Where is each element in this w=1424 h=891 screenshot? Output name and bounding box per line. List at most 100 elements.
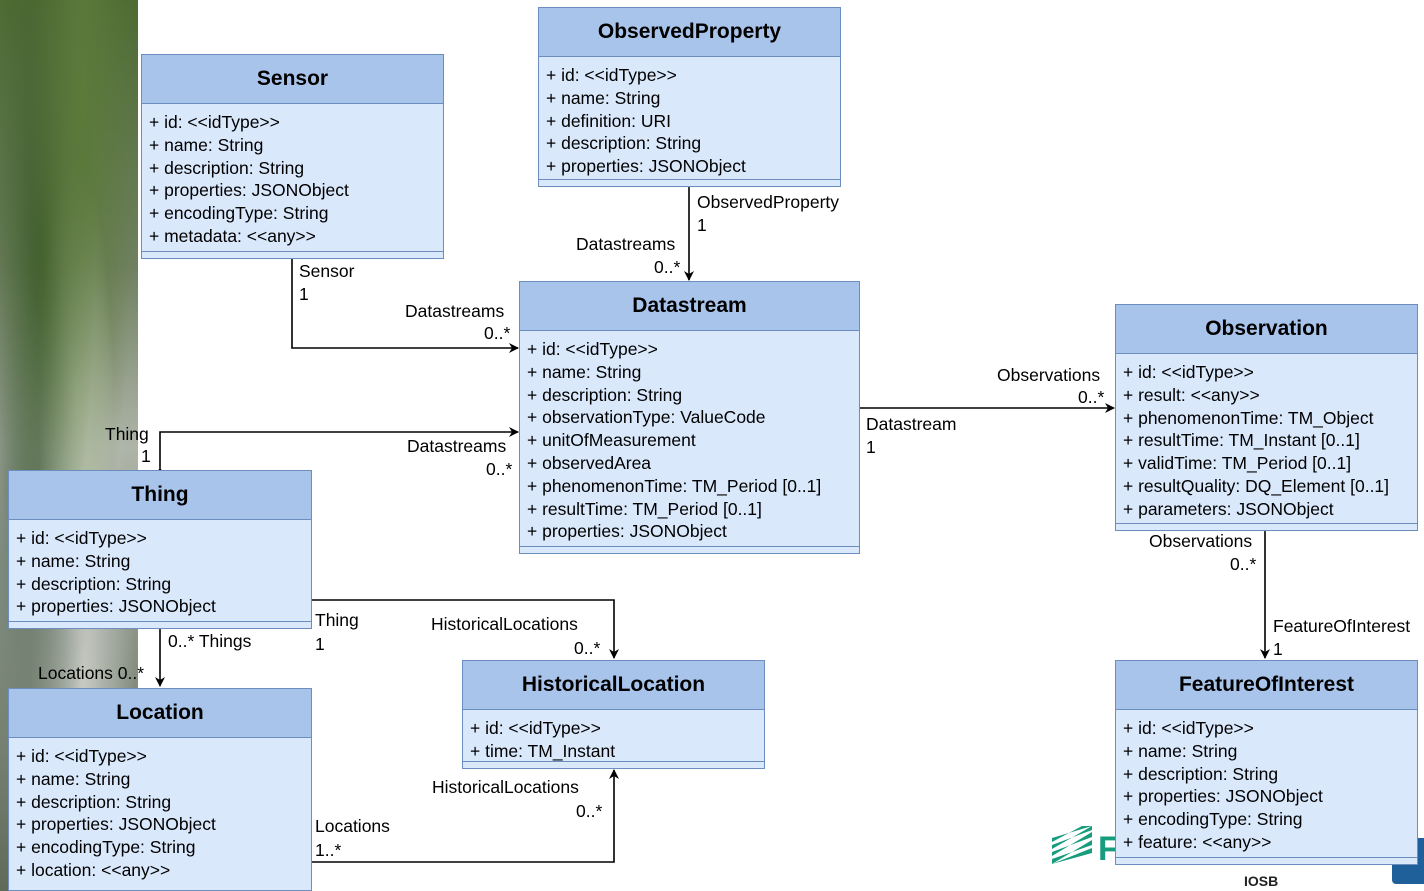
observation-attributes: + id: <<idType>> + result: <<any>> + phe… <box>1116 354 1417 521</box>
attribute: + id: <<idType>> <box>16 746 147 766</box>
attribute: + resultTime: TM_Period [0..1] <box>527 498 762 519</box>
attribute: + id: <<idType>> <box>16 528 147 548</box>
multiplicity-label: 1 <box>141 446 151 466</box>
divider <box>1116 857 1417 858</box>
attribute: + description: String <box>546 133 702 154</box>
role-label: Datastreams <box>405 301 505 321</box>
attribute: + resultQuality: DQ_Element [0..1] <box>1123 475 1390 496</box>
location-attributes: + id: <<idType>> + name: String + descri… <box>9 738 311 882</box>
attribute: + encodingType: String <box>1123 809 1303 830</box>
multiplicity-label: 0..* <box>1230 554 1257 574</box>
location-title: Location <box>9 689 311 738</box>
attribute: + properties: JSONObject <box>16 596 216 617</box>
attribute: + metadata: <<any>> <box>149 225 316 246</box>
divider <box>463 761 764 762</box>
attribute: + description: String <box>1123 763 1279 784</box>
attribute: + description: String <box>16 791 172 812</box>
link-location-historicallocation <box>303 769 619 867</box>
observedproperty-title: ObservedProperty <box>539 8 840 57</box>
attribute: + observedArea <box>527 452 652 473</box>
attribute: + definition: URI <box>546 110 671 131</box>
datastream-class: Datastream + id: <<idType>> + name: Stri… <box>519 281 860 554</box>
historicallocation-attributes: + id: <<idType>> + time: TM_Instant <box>463 710 764 763</box>
historicallocation-class: HistoricalLocation + id: <<idType>> + ti… <box>462 660 765 769</box>
attribute: + id: <<idType>> <box>1123 362 1254 382</box>
multiplicity-label: 0..* <box>574 638 601 658</box>
observedproperty-class: ObservedProperty + id: <<idType>> + name… <box>538 7 841 187</box>
location-class: Location + id: <<idType>> + name: String… <box>8 688 312 891</box>
multiplicity-label: 1 <box>1273 639 1283 659</box>
link-sensor-datastream <box>287 251 519 353</box>
sensor-title: Sensor <box>142 55 443 104</box>
link-thing-datastream <box>155 427 519 477</box>
attribute: + description: String <box>16 573 172 594</box>
multiplicity-label: 0..* <box>486 459 513 479</box>
attribute: + feature: <<any>> <box>1123 831 1272 852</box>
featureofinterest-class: FeatureOfInterest + id: <<idType>> + nam… <box>1115 660 1418 865</box>
observation-class: Observation + id: <<idType>> + result: <… <box>1115 304 1418 531</box>
role-label: Locations 0..* <box>38 663 145 683</box>
attribute: + parameters: JSONObject <box>1123 498 1334 519</box>
divider <box>539 179 840 180</box>
iosb-label: IOSB <box>1244 873 1279 889</box>
observedproperty-attributes: + id: <<idType>> + name: String + defini… <box>539 57 840 178</box>
attribute: + observationType: ValueCode <box>527 407 766 428</box>
role-label: FeatureOfInterest <box>1273 616 1411 636</box>
multiplicity-label: 0..* <box>1078 387 1105 407</box>
role-label: Thing <box>315 610 359 630</box>
thing-title: Thing <box>9 471 311 520</box>
attribute: + description: String <box>527 384 683 405</box>
attribute: + id: <<idType>> <box>1123 718 1254 738</box>
attribute: + properties: JSONObject <box>1123 786 1323 807</box>
attribute: + unitOfMeasurement <box>527 430 696 451</box>
historicallocation-title: HistoricalLocation <box>463 661 764 710</box>
link-thing-historicallocation <box>303 595 619 659</box>
attribute: + id: <<idType>> <box>546 65 677 85</box>
attribute: + properties: JSONObject <box>527 521 727 542</box>
multiplicity-label: 1 <box>299 284 309 304</box>
attribute: + name: String <box>1123 740 1238 761</box>
attribute: + id: <<idType>> <box>527 339 658 359</box>
role-label: ObservedProperty <box>697 192 840 212</box>
divider <box>142 251 443 252</box>
multiplicity-label: 0..* <box>576 801 603 821</box>
role-label: Observations <box>997 365 1101 385</box>
role-label: HistoricalLocations <box>431 614 578 634</box>
attribute: + resultTime: TM_Instant [0..1] <box>1123 430 1360 451</box>
attribute: + properties: JSONObject <box>546 156 746 177</box>
role-label: Thing <box>105 424 149 444</box>
divider <box>1116 523 1417 524</box>
role-label: Datastreams <box>576 234 676 254</box>
attribute: + phenomenonTime: TM_Object <box>1123 407 1374 428</box>
thing-class: Thing + id: <<idType>> + name: String + … <box>8 470 312 629</box>
attribute: + id: <<idType>> <box>470 718 601 738</box>
role-label: HistoricalLocations <box>432 777 579 797</box>
attribute: + phenomenonTime: TM_Period [0..1] <box>527 475 822 496</box>
sensor-attributes: + id: <<idType>> + name: String + descri… <box>142 104 443 248</box>
attribute: + result: <<any>> <box>1123 384 1260 405</box>
multiplicity-label: 1 <box>697 215 707 235</box>
attribute: + properties: JSONObject <box>16 814 216 835</box>
multiplicity-label: 1..* <box>315 840 342 860</box>
attribute: + validTime: TM_Period [0..1] <box>1123 453 1352 474</box>
attribute: + id: <<idType>> <box>149 112 280 132</box>
multiplicity-label: 0..* <box>654 257 681 277</box>
datastream-attributes: + id: <<idType>> + name: String + descri… <box>520 331 859 543</box>
thing-attributes: + id: <<idType>> + name: String + descri… <box>9 520 311 618</box>
fraunhofer-logo-icon <box>1052 826 1092 864</box>
featureofinterest-attributes: + id: <<idType>> + name: String + descri… <box>1116 710 1417 854</box>
multiplicity-label: 1 <box>315 634 325 654</box>
attribute: + name: String <box>527 361 642 382</box>
attribute: + properties: JSONObject <box>149 180 349 201</box>
role-label: Sensor <box>299 261 355 281</box>
attribute: + time: TM_Instant <box>470 740 616 761</box>
sensor-class: Sensor + id: <<idType>> + name: String +… <box>141 54 444 259</box>
attribute: + name: String <box>16 550 131 571</box>
attribute: + encodingType: String <box>149 203 329 224</box>
attribute: + encodingType: String <box>16 837 196 858</box>
multiplicity-label: 1 <box>866 437 876 457</box>
role-label: Locations <box>315 816 390 836</box>
divider <box>520 546 859 547</box>
multiplicity-label: 0..* <box>484 323 511 343</box>
